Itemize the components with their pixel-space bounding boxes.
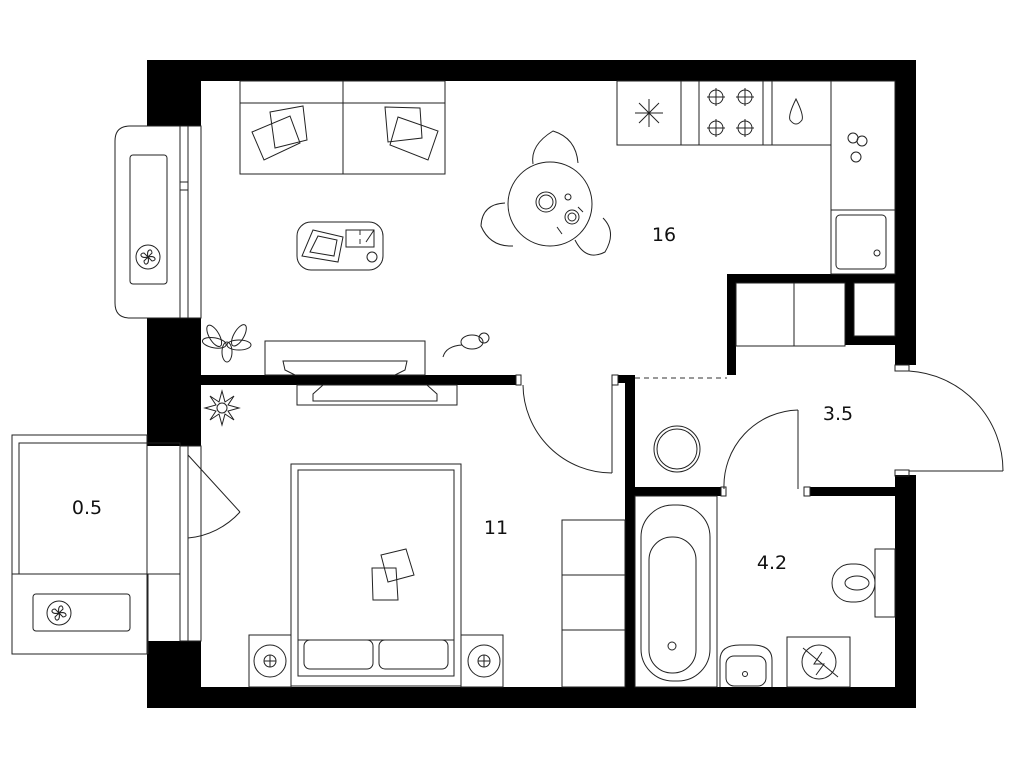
cushion-icon xyxy=(251,105,308,161)
cat-icon xyxy=(442,332,490,358)
pillow-icon xyxy=(378,639,449,670)
door-balcony[interactable] xyxy=(187,454,241,539)
bathtub xyxy=(634,495,718,688)
sofa xyxy=(239,80,446,175)
room-area-bathroom: 4.2 xyxy=(756,552,788,574)
fan-icon xyxy=(140,249,156,265)
room-area-bedroom: 11 xyxy=(483,517,509,539)
plant-icon xyxy=(201,324,252,363)
apple-icon xyxy=(366,251,378,263)
nightstand xyxy=(248,634,292,688)
stove-burners-icon xyxy=(707,88,754,137)
cushion-icon xyxy=(384,106,439,161)
bed xyxy=(290,463,462,687)
room-area-hallway: 3.5 xyxy=(822,403,854,425)
kitchen xyxy=(616,80,896,275)
chair-icon xyxy=(574,217,611,256)
balcony xyxy=(11,434,181,655)
toilet xyxy=(831,548,896,618)
notebook-icon xyxy=(345,229,375,248)
door-bathroom[interactable] xyxy=(723,409,799,490)
chair-icon xyxy=(480,202,514,247)
room-area-balcony: 0.5 xyxy=(71,497,103,519)
nightstand xyxy=(460,634,504,688)
chair-icon xyxy=(532,130,579,165)
hall-wardrobe xyxy=(735,282,896,347)
wardrobe xyxy=(561,519,626,688)
dining-table xyxy=(507,161,593,247)
door-bedroom[interactable] xyxy=(522,384,613,474)
tv-stand-bedroom xyxy=(296,384,458,406)
washing-machine xyxy=(653,425,701,473)
laptop-icon xyxy=(301,229,344,263)
walls xyxy=(147,60,916,708)
air-conditioner-unit-living xyxy=(114,125,180,319)
tv-stand xyxy=(264,340,426,376)
door-jambs xyxy=(515,364,910,497)
water-drop-icon xyxy=(789,97,803,125)
fruit-icon xyxy=(847,132,868,163)
boiler xyxy=(786,636,851,688)
fan-icon xyxy=(51,605,67,621)
window-living xyxy=(179,125,202,319)
coffee-table xyxy=(296,221,384,271)
window-bedroom xyxy=(179,445,202,642)
pillow-icon xyxy=(303,639,374,670)
washbasin xyxy=(719,644,773,687)
cushion-icon xyxy=(371,567,399,601)
room-area-living-kitchen: 16 xyxy=(651,224,677,246)
dining-set xyxy=(480,130,611,256)
cushion-icon xyxy=(380,548,415,583)
door-entrance[interactable] xyxy=(908,370,1004,472)
plant-icon xyxy=(203,389,241,427)
fridge-snowflake-icon xyxy=(635,99,663,127)
kitchen-sink xyxy=(835,214,887,270)
